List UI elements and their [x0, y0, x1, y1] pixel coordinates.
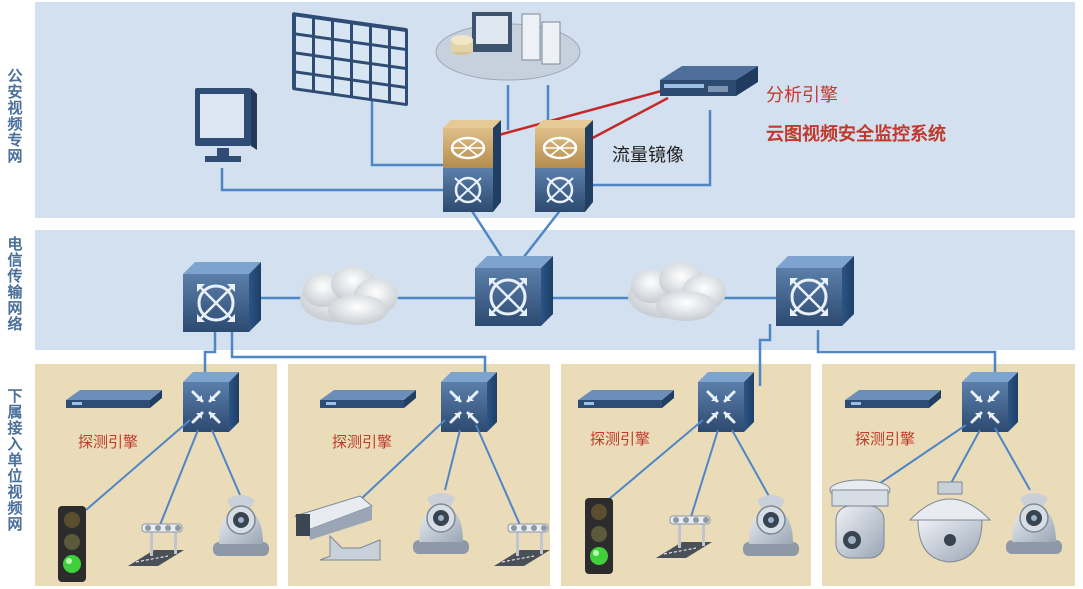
traffic-light-icon-2 — [585, 498, 613, 574]
monitor-icon — [195, 88, 257, 162]
core-switch-icon-center — [473, 254, 555, 328]
box-camera-icon — [294, 495, 381, 561]
access-switch-icon-4 — [960, 370, 1020, 434]
server-cluster-icon — [435, 12, 581, 81]
detection-engine-icon-3 — [578, 390, 674, 408]
detection-engine-icon-1 — [66, 390, 162, 408]
zone-label-police-text: 公安视频专网 — [5, 68, 24, 164]
core-switch-icon-right — [774, 254, 856, 328]
firewall-switch-icon-2 — [535, 120, 593, 212]
detection-engine-label-4: 探测引擎 — [855, 430, 915, 448]
zone-label-subordinate-text: 下属接入单位视频网 — [5, 388, 24, 532]
access-switch-icon-1 — [181, 370, 241, 434]
core-switch-icon-left — [181, 260, 263, 334]
access-switch-icon-3 — [696, 370, 756, 434]
detection-engine-label-3: 探测引擎 — [590, 430, 650, 448]
system-title: 云图视频安全监控系统 — [766, 123, 946, 145]
traffic-light-icon-1 — [58, 506, 86, 582]
analysis-engine-icon — [660, 66, 758, 96]
access-switch-icon-2 — [439, 370, 499, 434]
detection-engine-icon-4 — [845, 390, 941, 408]
detection-engine-label-2: 探测引擎 — [332, 433, 392, 451]
ptz-camera-icon — [829, 479, 891, 559]
zone-label-telecom: 电信传输网络 — [0, 236, 28, 336]
video-wall-icon — [292, 12, 408, 107]
detection-engine-label-1: 探测引擎 — [78, 433, 138, 451]
access-links — [85, 419, 1031, 526]
traffic-mirror-label: 流量镜像 — [612, 145, 684, 166]
speed-dome-icon — [908, 481, 992, 563]
zone-label-subordinate: 下属接入单位视频网 — [0, 388, 28, 536]
analysis-engine-label: 分析引擎 — [766, 85, 838, 106]
zone-label-telecom-text: 电信传输网络 — [5, 236, 24, 332]
firewall-switch-icon — [443, 120, 501, 212]
mirror-links — [494, 88, 669, 144]
detection-engine-icon-2 — [320, 390, 416, 408]
zone-label-police: 公安视频专网 — [0, 68, 28, 168]
